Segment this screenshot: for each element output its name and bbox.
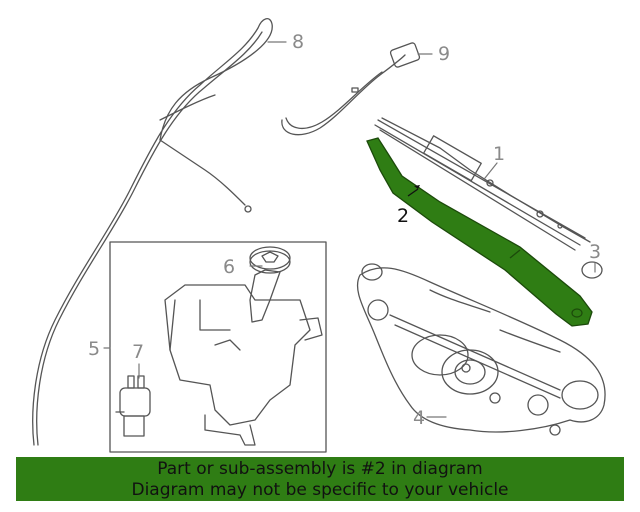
callout-8: 8 <box>292 31 304 53</box>
wiper-arm-part-2 <box>366 137 593 327</box>
callout-5: 5 <box>88 338 100 360</box>
wiper-blade-part-1 <box>374 117 591 251</box>
parts-diagram: 8 9 1 2 3 6 5 7 4 <box>32 18 606 453</box>
callout-3: 3 <box>589 241 601 263</box>
reservoir-assembly-part-5 <box>109 241 327 453</box>
filler-cap-part-6 <box>249 246 291 274</box>
callout-6: 6 <box>223 256 235 278</box>
banner-line-1: Part or sub-assembly is #2 in diagram <box>157 459 483 479</box>
hose-connector-part-9 <box>281 42 421 136</box>
callout-9: 9 <box>438 43 450 65</box>
callout-4: 4 <box>413 407 425 429</box>
callout-leaders <box>103 41 596 418</box>
cap-part-3 <box>581 261 603 279</box>
pump-part-7 <box>115 375 151 437</box>
callout-7: 7 <box>132 341 144 363</box>
banner-line-2: Diagram may not be specific to your vehi… <box>131 480 509 500</box>
motor-linkage-part-4 <box>356 263 606 436</box>
callout-2: 2 <box>397 205 409 227</box>
info-banner: Part or sub-assembly is #2 in diagram Di… <box>16 457 624 501</box>
callout-1: 1 <box>493 143 505 165</box>
washer-hose-part-8 <box>32 18 273 446</box>
